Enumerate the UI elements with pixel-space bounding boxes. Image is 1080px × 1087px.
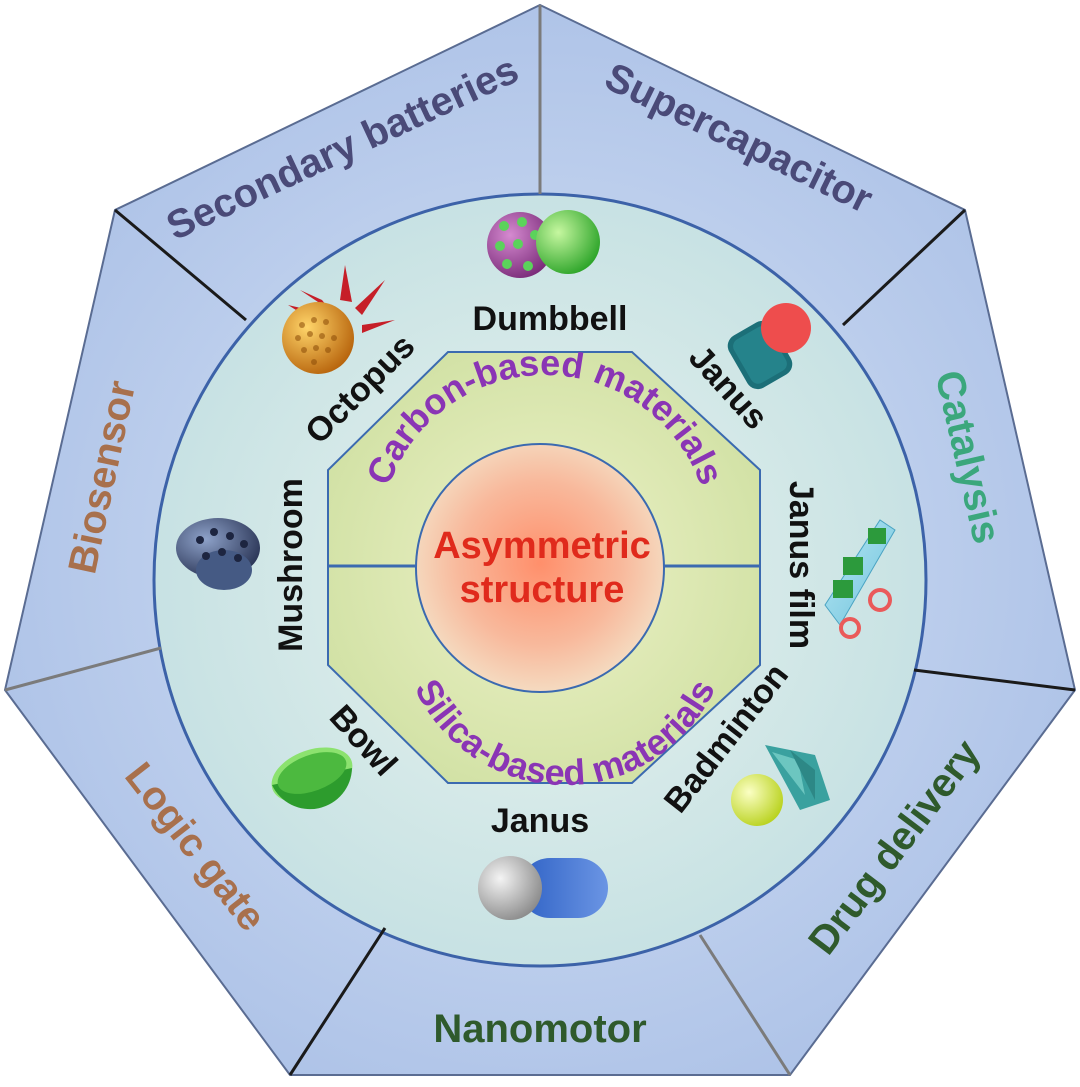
janus-film-label: Janus film [782,481,820,649]
core-circle [415,443,665,693]
bowl-illustration [271,747,353,810]
center-title-line1: Asymmetric [433,525,651,567]
sector-dividers [4,5,1076,1076]
mushroom-illustration [176,518,260,590]
janus-bottom-illustration [478,856,608,920]
center-title-line2: structure [460,569,625,611]
janus-bottom-label: Janus [491,802,589,840]
janus-top-illustration [727,303,811,390]
nanomotor-label: Nanomotor [433,1007,646,1051]
dumbbell-illustration [487,210,600,278]
dumbbell-label: Dumbbell [473,300,628,338]
octopus-illustration [282,265,395,374]
janus-film-illustration [824,519,896,639]
mushroom-label: Mushroom [272,478,310,652]
badminton-illustration [731,745,830,826]
